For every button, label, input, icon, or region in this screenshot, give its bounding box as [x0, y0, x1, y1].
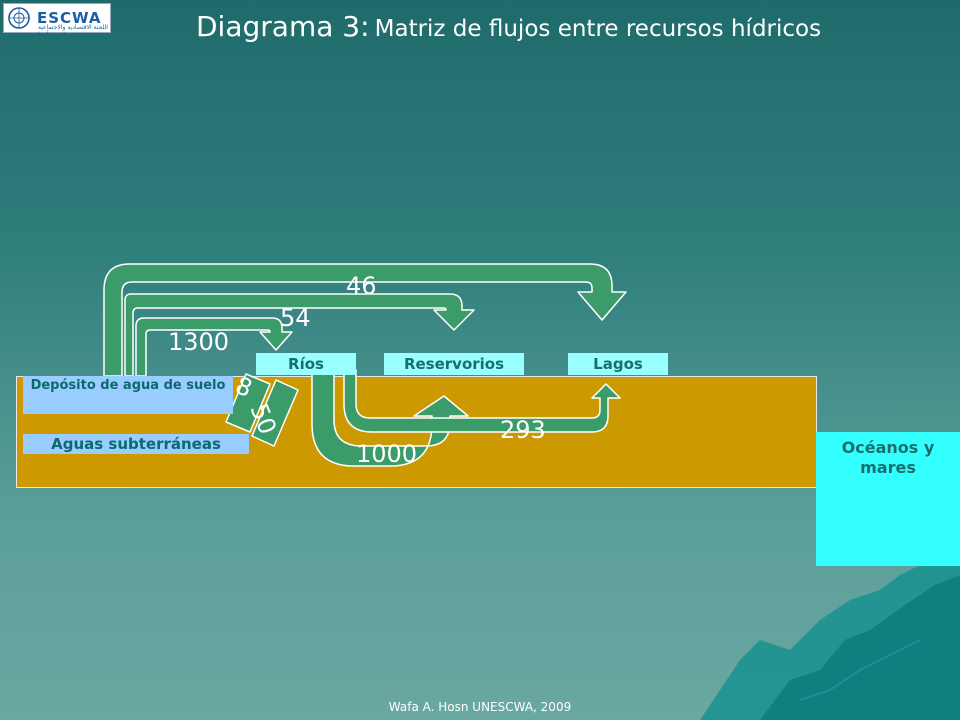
flow-arrow-1300: [135, 317, 293, 377]
flow-arrow-50: [251, 379, 299, 447]
flow-label-46: 46: [346, 272, 377, 300]
logo-text: ESCWA: [37, 9, 102, 27]
flow-arrow-46: [103, 263, 627, 377]
node-aguas-subterraneas: Aguas subterráneas: [23, 434, 249, 454]
flow-label-1300: 1300: [168, 328, 229, 356]
flow-label-54: 54: [280, 304, 311, 332]
node-deposito-agua-suelo: Depósito de agua de suelo: [23, 376, 233, 414]
flow-arrow-54: [124, 293, 475, 377]
title-main: Diagrama 3:: [196, 10, 370, 43]
node-reservorios: Reservorios: [384, 353, 524, 375]
flow-label-293: 293: [500, 416, 546, 444]
title-sub: Matriz de flujos entre recursos hídricos: [374, 16, 822, 42]
node-rios: Ríos: [256, 353, 356, 375]
page-title: Diagrama 3: Matriz de flujos entre recur…: [196, 10, 821, 43]
node-lagos: Lagos: [568, 353, 668, 375]
flow-arrow-293: [343, 369, 621, 433]
un-emblem-icon: [8, 7, 30, 29]
node-oceanos-mares: Océanos y mares: [816, 432, 960, 566]
escwa-logo: ESCWA اللجنة الاقتصادية والاجتماعية لغرب…: [3, 3, 111, 38]
flow-label-1000: 1000: [356, 440, 417, 468]
footer-credit: Wafa A. Hosn UNESCWA, 2009: [388, 700, 572, 714]
logo-arabic-text: اللجنة الاقتصادية والاجتماعية لغربي آسيا: [38, 24, 108, 38]
